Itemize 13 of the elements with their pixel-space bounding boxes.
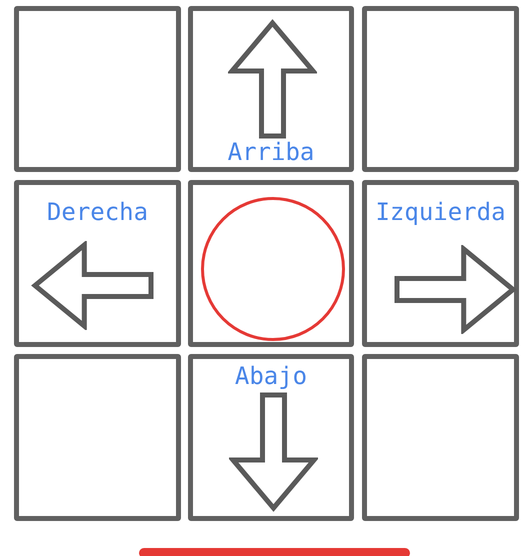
square-cell xyxy=(188,6,354,172)
square-cell xyxy=(14,180,181,347)
square-cell xyxy=(14,6,181,172)
direction-label: Arriba xyxy=(226,137,316,167)
direction-label: Abajo xyxy=(234,361,308,391)
square-cell xyxy=(14,354,181,521)
square-cell xyxy=(362,354,519,521)
square-cell xyxy=(188,180,354,347)
square-cell xyxy=(188,354,354,521)
square-cell xyxy=(362,6,519,172)
direction-label: Derecha xyxy=(46,197,150,227)
direction-label: Izquierda xyxy=(374,197,507,227)
square-cell xyxy=(362,180,519,347)
